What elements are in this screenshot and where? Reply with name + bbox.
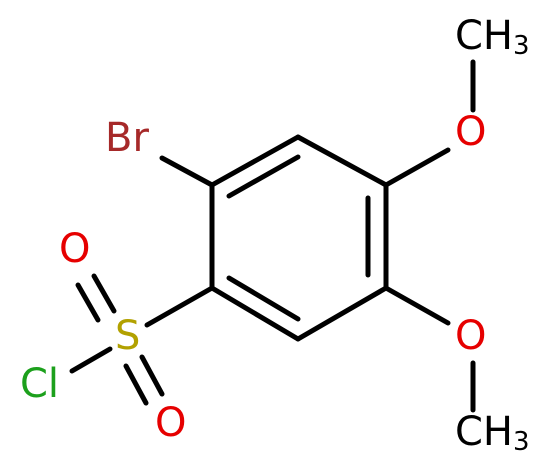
ring-bond-c2-c3 — [295, 134, 389, 188]
methoxy-oxygen-bottom-label: O — [455, 313, 486, 359]
bond-c3-o-top — [383, 147, 451, 188]
ring-bond-c1-c2 — [209, 134, 301, 188]
methyl-bottom-ch: CH — [455, 409, 513, 455]
ring-bond-c5-c6 — [209, 285, 301, 342]
bonds — [69, 59, 476, 413]
methyl-bottom-subscript: 3 — [513, 427, 530, 457]
sulfur-label: S — [115, 313, 140, 359]
bond-c6-s — [144, 285, 215, 328]
bromine-label: Br — [105, 115, 149, 161]
sulfonyl-oxygen-top-label: O — [59, 226, 90, 272]
sulfonyl-oxygen-bottom-label: O — [155, 400, 186, 446]
bond-c1-br — [159, 155, 215, 188]
bond-c4-o-bottom — [383, 285, 451, 326]
methyl-top-ch: CH — [455, 13, 513, 59]
bond-s-o-top-b — [75, 282, 101, 323]
methoxy-oxygen-top-label: O — [455, 109, 486, 155]
methyl-top-subscript: 3 — [513, 31, 530, 61]
chlorine-label: Cl — [20, 361, 59, 407]
methyl-bottom-label: CH3 — [455, 409, 530, 457]
atom-labels: Br S Cl O O O O CH3 CH3 — [20, 13, 530, 457]
bond-s-o-bottom-a — [139, 354, 165, 397]
methyl-top-label: CH3 — [455, 13, 530, 61]
bond-s-o-bottom-b — [123, 363, 149, 406]
ring-bond-c4-c5 — [295, 285, 389, 342]
bond-s-cl — [69, 346, 113, 374]
ring-double-inner-1 — [226, 154, 301, 199]
ring-double-inner-3 — [226, 275, 301, 322]
bond-s-o-top-a — [91, 273, 117, 314]
